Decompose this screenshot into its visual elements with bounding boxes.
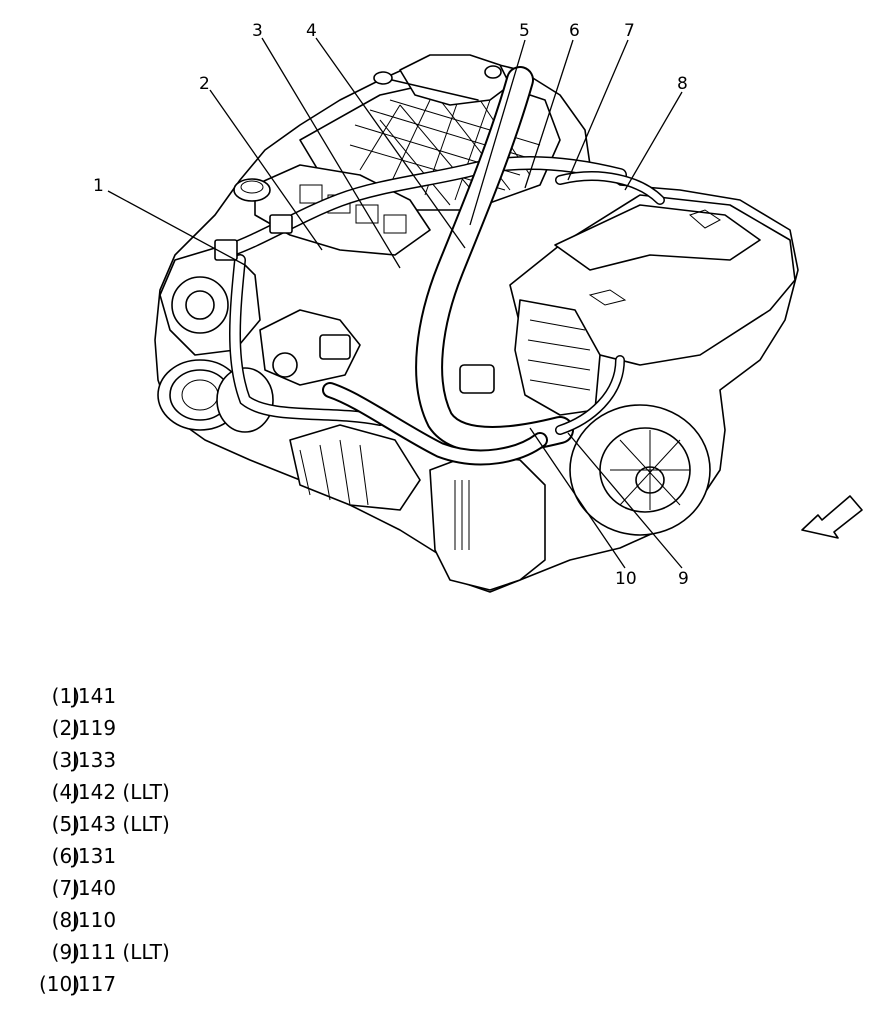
legend-item: (9) J111 (LLT) xyxy=(20,936,420,968)
legend-item: (2) J119 xyxy=(20,712,420,744)
callout-3: 3 xyxy=(252,21,263,41)
legend-item: (10) J117 xyxy=(20,968,420,1000)
callout-8: 8 xyxy=(677,74,688,94)
legend-connector-code: J141 xyxy=(72,684,117,708)
legend-connector-code: J117 xyxy=(72,972,117,996)
leader-6 xyxy=(524,39,574,189)
legend-number: (1) xyxy=(51,684,80,708)
callout-leaders xyxy=(107,37,683,569)
engine-illustration xyxy=(154,54,799,593)
leader-4 xyxy=(315,37,466,249)
legend-connector-code: J111 (LLT) xyxy=(72,940,170,964)
leader-3 xyxy=(261,37,401,269)
leader-7 xyxy=(567,39,629,181)
callout-numbers: 1 2 3 4 5 6 7 8 9 10 xyxy=(93,21,689,589)
legend-item: (6) J131 xyxy=(20,840,420,872)
legend-connector-code: J133 xyxy=(72,748,117,772)
legend-item: (7) J140 xyxy=(20,872,420,904)
legend-connector-code: J143 (LLT) xyxy=(72,812,170,836)
engine-harness-diagram: 1 2 3 4 5 6 7 8 9 10 xyxy=(93,21,863,593)
legend-connector-code: J119 xyxy=(72,716,117,740)
legend-connector-code: J110 xyxy=(72,908,117,932)
legend-item: (8) J110 xyxy=(20,904,420,936)
leader-9 xyxy=(567,432,683,569)
legend-connector-code: J142 (LLT) xyxy=(72,780,170,804)
legend: (1) J141 (2) J119 (3) J133 (4) J142 (LLT… xyxy=(20,680,420,1000)
legend-connector-code: J131 xyxy=(72,844,117,868)
legend-item: (1) J141 xyxy=(20,680,420,712)
leader-8 xyxy=(624,91,683,191)
callout-5: 5 xyxy=(519,21,530,41)
legend-number: (4) xyxy=(51,780,80,804)
legend-number: (5) xyxy=(51,812,80,836)
callout-7: 7 xyxy=(624,21,635,41)
legend-number: (8) xyxy=(51,908,80,932)
callout-1: 1 xyxy=(93,176,104,196)
leader-2 xyxy=(209,89,323,251)
legend-item: (5) J143 (LLT) xyxy=(20,808,420,840)
leader-1 xyxy=(107,190,246,266)
legend-number: (9) xyxy=(51,940,80,964)
callout-9: 9 xyxy=(678,569,689,589)
leader-10 xyxy=(529,427,626,569)
legend-number: (3) xyxy=(51,748,80,772)
legend-item: (3) J133 xyxy=(20,744,420,776)
legend-number: (10) xyxy=(38,972,80,996)
front-direction-arrow-icon xyxy=(801,495,863,539)
legend-item: (4) J142 (LLT) xyxy=(20,776,420,808)
legend-number: (7) xyxy=(51,876,80,900)
callout-10: 10 xyxy=(615,569,637,589)
legend-connector-code: J140 xyxy=(72,876,117,900)
legend-number: (6) xyxy=(51,844,80,868)
callout-6: 6 xyxy=(569,21,580,41)
callout-4: 4 xyxy=(306,21,317,41)
legend-number: (2) xyxy=(51,716,80,740)
leader-5 xyxy=(469,39,526,226)
callout-2: 2 xyxy=(199,74,210,94)
